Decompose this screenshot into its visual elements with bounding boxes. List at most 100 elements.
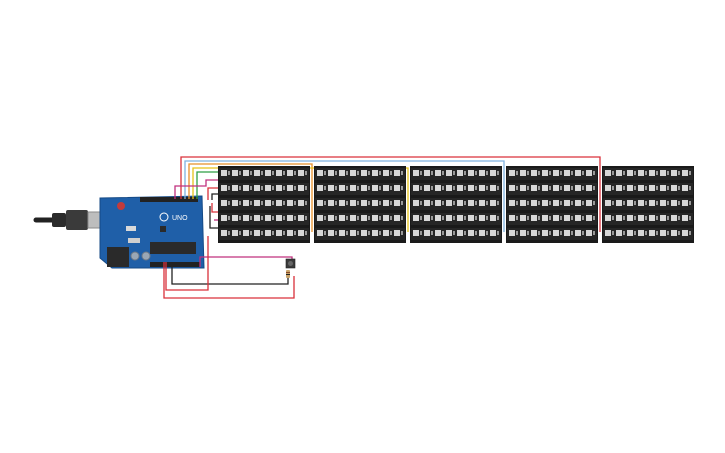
led-pixel <box>671 185 677 191</box>
wire-black-button <box>171 267 289 285</box>
led-strip-row <box>507 198 597 210</box>
led-pixel <box>616 170 622 176</box>
led-pixel <box>287 215 293 221</box>
led-pixel <box>243 185 249 191</box>
led-pixel <box>649 215 655 221</box>
led-pixel <box>490 230 496 236</box>
led-pixel <box>564 215 570 221</box>
led-pixel <box>424 230 430 236</box>
led-pixel <box>468 230 474 236</box>
led-pixel <box>564 185 570 191</box>
led-panel <box>602 166 694 243</box>
led-pixel <box>394 215 400 221</box>
led-pixel <box>457 230 463 236</box>
led-strip-row <box>315 183 405 195</box>
led-strip-row <box>219 228 309 240</box>
led-strip-row <box>507 213 597 225</box>
led-pixel <box>339 215 345 221</box>
led-pixel <box>350 200 356 206</box>
led-pixel <box>339 230 345 236</box>
led-pixel <box>605 200 611 206</box>
led-pixel <box>605 230 611 236</box>
led-pixel <box>287 185 293 191</box>
led-pixel <box>372 215 378 221</box>
led-pixel <box>638 200 644 206</box>
led-pixel <box>298 170 304 176</box>
led-strip-row <box>219 168 309 180</box>
led-pixel <box>605 185 611 191</box>
led-strip-row <box>219 183 309 195</box>
led-pixel <box>383 170 389 176</box>
led-pixel <box>254 200 260 206</box>
led-pixel <box>553 215 559 221</box>
pushbutton[interactable] <box>285 258 296 269</box>
usb-cable[interactable] <box>33 210 111 230</box>
led-pixel <box>435 185 441 191</box>
led-pixel <box>660 215 666 221</box>
wire-red-button <box>163 262 295 299</box>
led-pixel <box>350 230 356 236</box>
led-pixel <box>328 185 334 191</box>
led-pixel <box>254 215 260 221</box>
led-pixel <box>265 200 271 206</box>
led-pixel <box>394 230 400 236</box>
led-pixel <box>638 230 644 236</box>
led-pixel <box>372 200 378 206</box>
led-strip-row <box>411 213 501 225</box>
led-pixel <box>446 230 452 236</box>
led-pixel <box>413 170 419 176</box>
wire-blue-top <box>184 160 505 232</box>
led-pixel <box>531 200 537 206</box>
led-pixel <box>490 200 496 206</box>
resistor <box>286 270 290 278</box>
led-pixel <box>298 185 304 191</box>
wire-red-panels <box>207 187 218 200</box>
led-pixel <box>479 200 485 206</box>
led-strip-row <box>603 228 693 240</box>
led-pixel <box>649 170 655 176</box>
led-strip-row <box>411 198 501 210</box>
led-pixel <box>542 185 548 191</box>
wire-black-panels <box>211 193 218 200</box>
led-strip-row <box>411 183 501 195</box>
led-pixel <box>413 185 419 191</box>
led-pixel <box>468 215 474 221</box>
led-pixel <box>575 185 581 191</box>
led-pixel <box>265 185 271 191</box>
led-pixel <box>424 215 430 221</box>
led-pixel <box>586 215 592 221</box>
led-strip-row <box>315 168 405 180</box>
led-panel <box>314 166 406 243</box>
led-strip-row <box>219 213 309 225</box>
led-pixel <box>446 185 452 191</box>
led-pixel <box>276 200 282 206</box>
wire-red-top <box>180 156 601 232</box>
led-pixel <box>627 170 633 176</box>
wire-magenta-board <box>174 179 218 199</box>
led-pixel <box>542 170 548 176</box>
led-pixel <box>243 200 249 206</box>
led-pixel <box>361 230 367 236</box>
led-pixel <box>553 170 559 176</box>
led-pixel <box>638 185 644 191</box>
led-strip-row <box>315 213 405 225</box>
led-pixel <box>361 215 367 221</box>
led-pixel <box>372 185 378 191</box>
wire-bundle[interactable] <box>163 156 601 299</box>
led-pixel <box>383 215 389 221</box>
wire-magenta-button <box>199 256 293 267</box>
led-pixel <box>298 230 304 236</box>
reset-button <box>117 202 125 210</box>
led-pixel <box>394 200 400 206</box>
led-pixel <box>660 230 666 236</box>
led-pixel <box>221 200 227 206</box>
led-pixel <box>586 185 592 191</box>
led-pixel <box>254 170 260 176</box>
led-pixel <box>682 215 688 221</box>
led-pixel <box>221 170 227 176</box>
led-pixel <box>553 185 559 191</box>
arduino-uno-board[interactable]: UNO <box>99 195 205 269</box>
led-pixel <box>531 185 537 191</box>
led-pixel <box>553 230 559 236</box>
